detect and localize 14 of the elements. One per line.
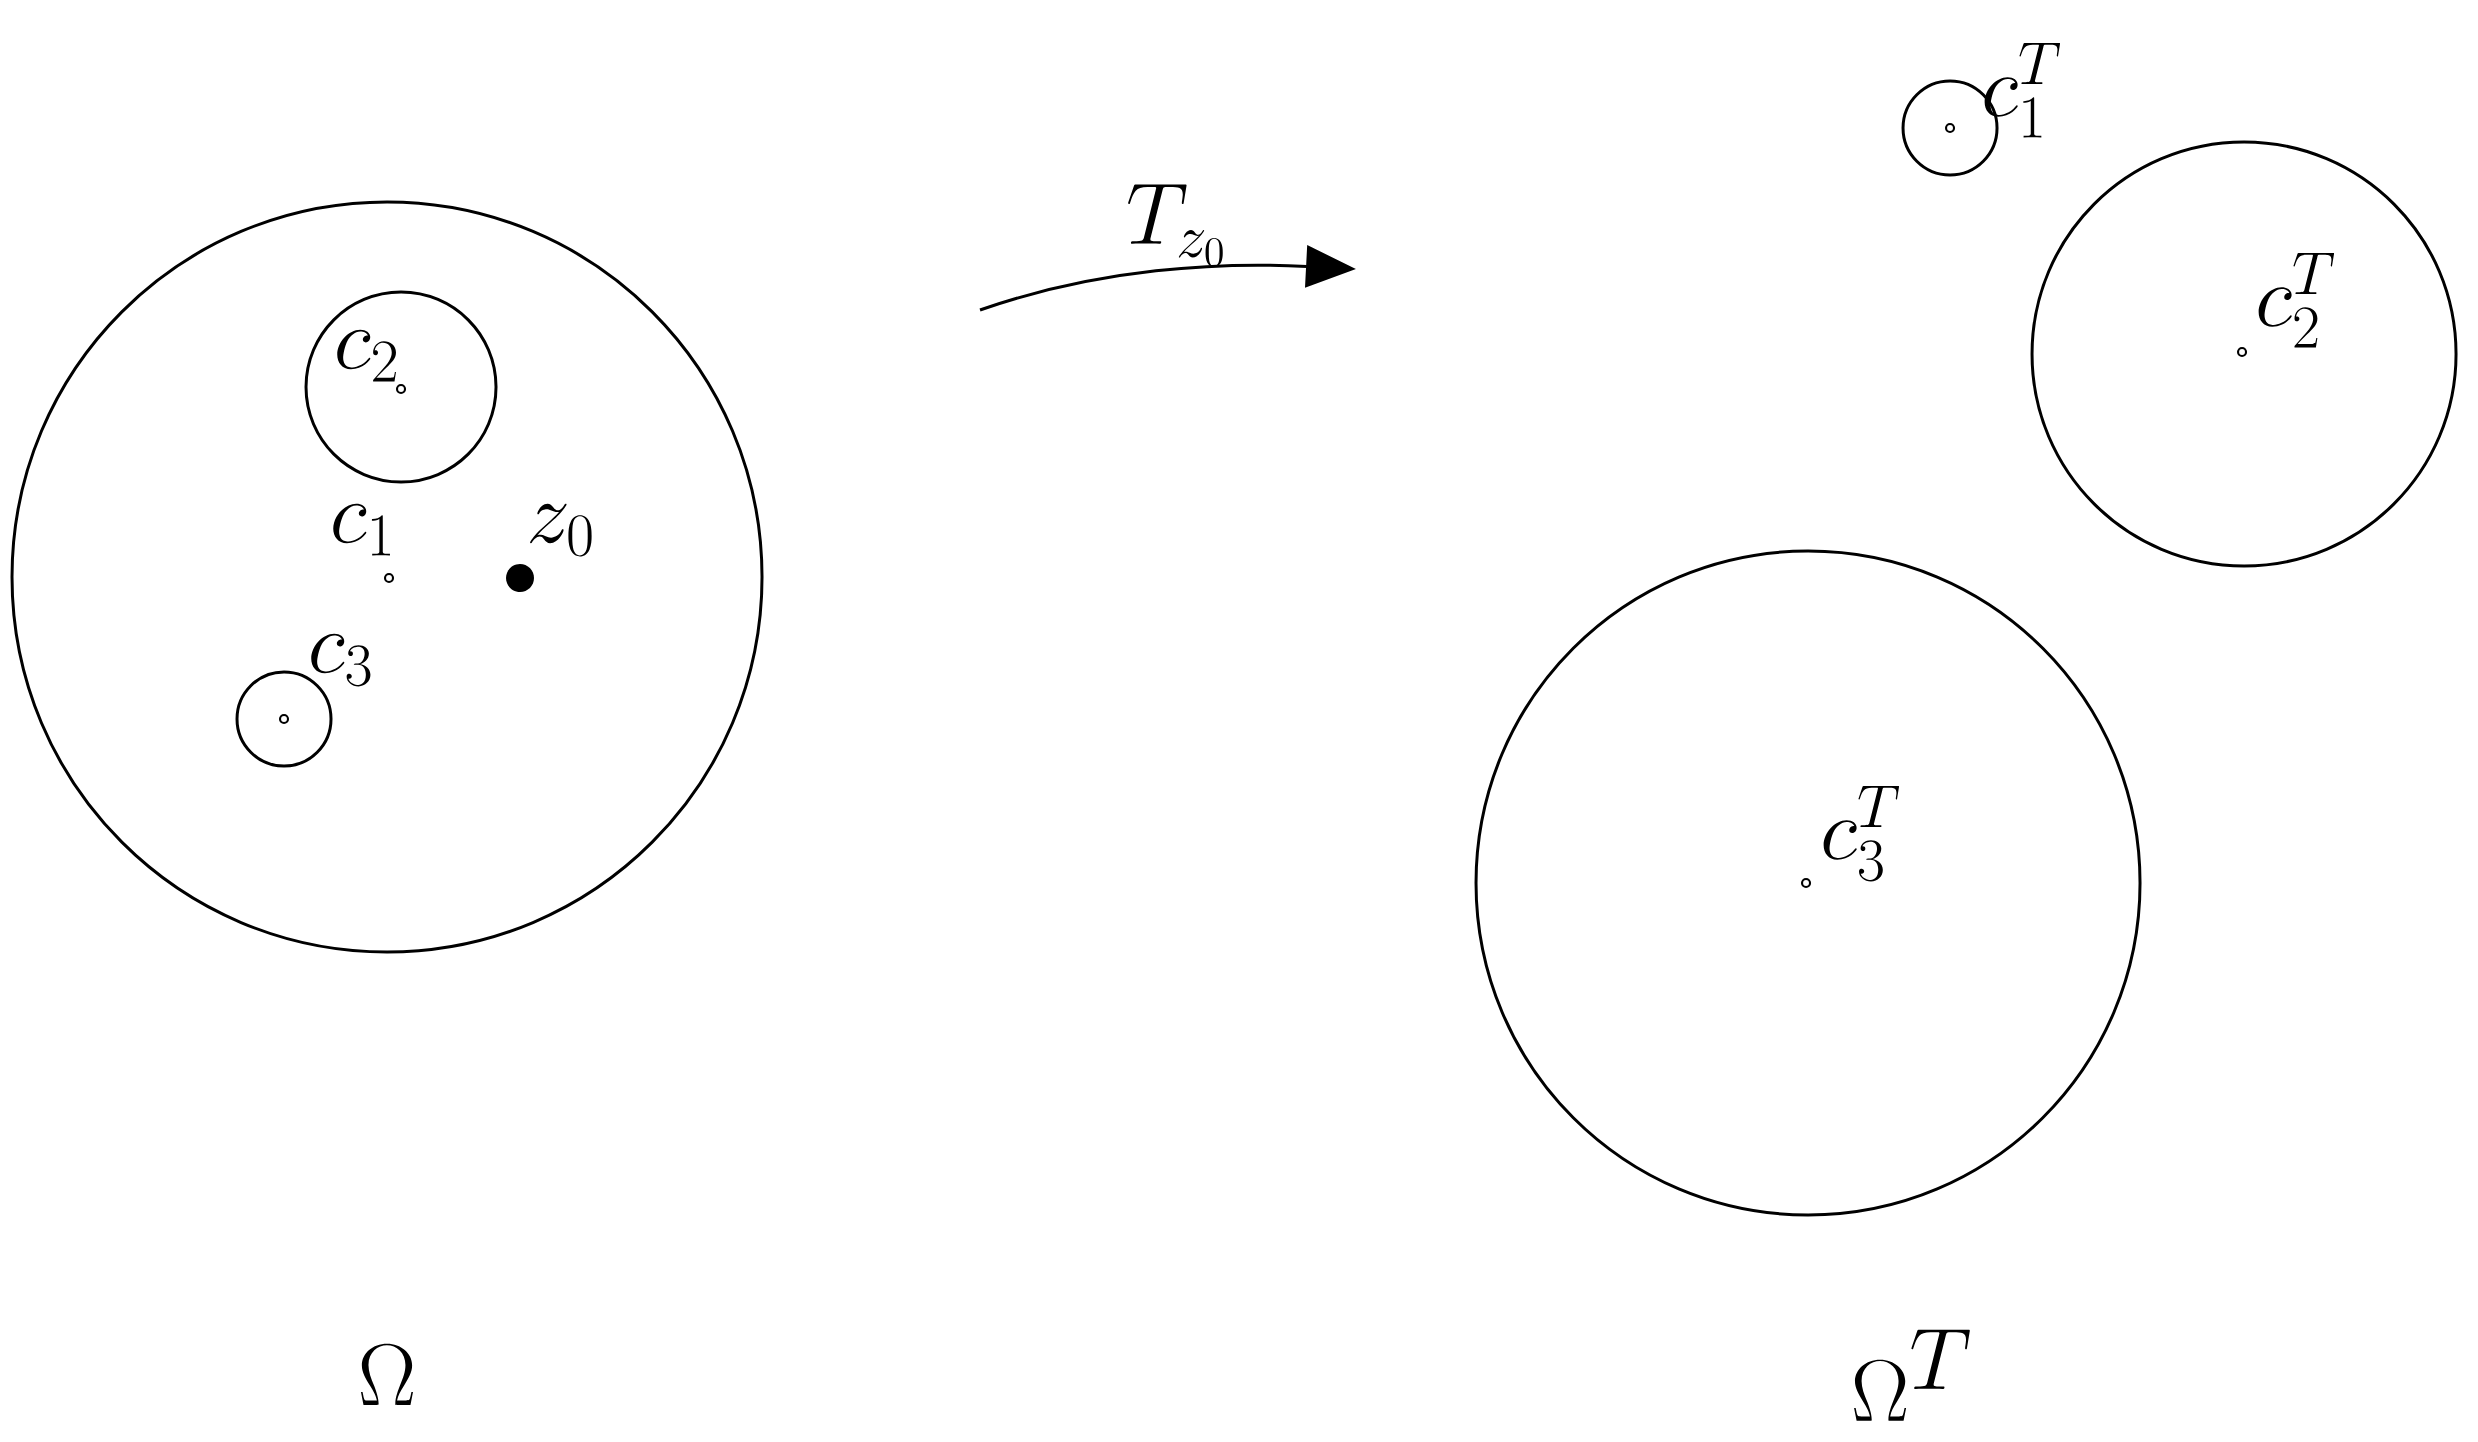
math-label: $\Omega$ [360, 1343, 413, 1405]
point-label: $c_2^T$ [2258, 252, 2335, 348]
circle [1474, 549, 2142, 1217]
math-label: $z_0$ [530, 503, 592, 557]
math-label: $T_{z_0}$ [1128, 184, 1223, 267]
point-label: $c_1$ [333, 503, 390, 556]
circle [2030, 140, 2458, 568]
point-label: $c_2$ [337, 329, 396, 382]
point-label: $c_3^T$ [1823, 785, 1900, 882]
circle [10, 200, 764, 954]
point-label: $c_1^T$ [1984, 42, 2061, 138]
circle [304, 290, 498, 484]
math-label: $\Omega^T$ [1854, 1329, 1970, 1421]
point-label: $c_3$ [311, 633, 371, 687]
